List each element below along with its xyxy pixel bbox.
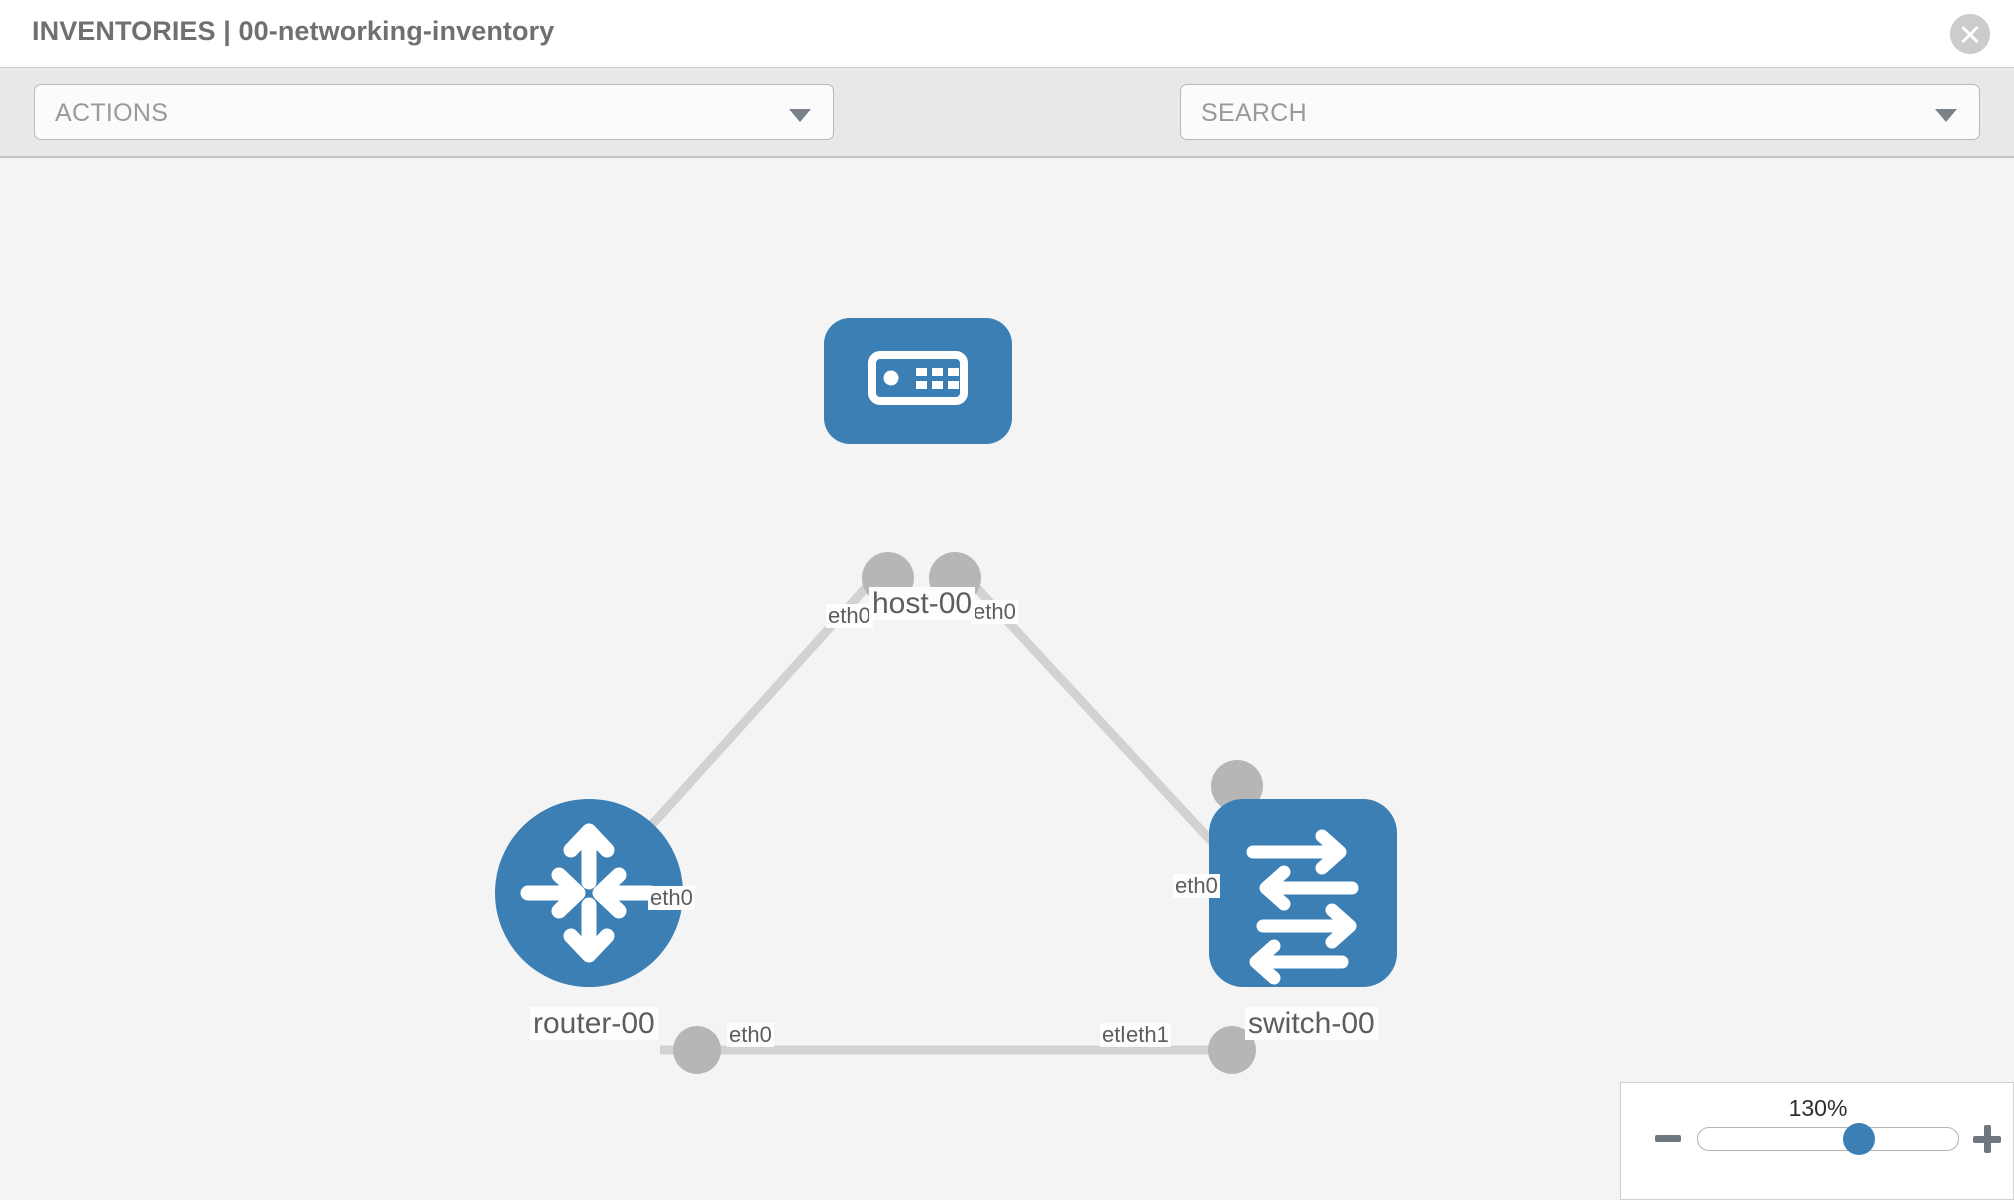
chevron-down-icon: [1935, 109, 1957, 122]
zoom-slider[interactable]: [1697, 1127, 1959, 1151]
iface-label: eth0: [1173, 873, 1220, 899]
actions-dropdown[interactable]: ACTIONS: [34, 84, 834, 140]
node-router-00[interactable]: [495, 799, 683, 987]
toolbar: ACTIONS SEARCH: [0, 68, 2014, 196]
iface-label: eth1: [1124, 1022, 1171, 1048]
iface-label: eth0: [826, 603, 873, 629]
iface-label: eth0: [727, 1022, 774, 1048]
plus-icon[interactable]: [1973, 1125, 2001, 1153]
topology-canvas[interactable]: eth0 eth0 eth0 eth0 eth0 eth0 eth1 host-…: [0, 160, 2014, 1200]
topology-graph: [495, 318, 1397, 1074]
node-label-host-00: host-00: [869, 587, 976, 620]
node-switch-00[interactable]: [1209, 799, 1397, 987]
zoom-control-panel: 130%: [1620, 1082, 2014, 1200]
node-label-router-00: router-00: [530, 1007, 658, 1040]
iface-label: eth0: [971, 599, 1018, 625]
zoom-level-value: 130%: [1788, 1095, 1848, 1121]
page-header: INVENTORIES | 00-networking-inventory: [0, 0, 2014, 68]
close-icon[interactable]: [1950, 14, 1990, 54]
connector-router00-eth0: [673, 1026, 721, 1074]
zoom-slider-thumb[interactable]: [1843, 1123, 1875, 1155]
search-input[interactable]: SEARCH: [1201, 99, 1307, 127]
router-arrows-icon: [520, 823, 658, 963]
chevron-down-icon: [789, 109, 811, 122]
search-dropdown[interactable]: SEARCH: [1180, 84, 1980, 140]
connector-nubs: [673, 552, 1263, 1074]
connector-switch00-eth1: [1208, 1026, 1256, 1074]
iface-label: eth0: [648, 885, 695, 911]
node-label-switch-00: switch-00: [1245, 1007, 1378, 1040]
actions-dropdown-label: ACTIONS: [55, 99, 169, 127]
page-title: INVENTORIES | 00-networking-inventory: [32, 16, 555, 46]
node-host-00[interactable]: [824, 318, 1012, 444]
minus-icon[interactable]: [1655, 1135, 1681, 1142]
switch-arrows-icon: [1246, 829, 1359, 985]
server-icon: [868, 351, 968, 405]
